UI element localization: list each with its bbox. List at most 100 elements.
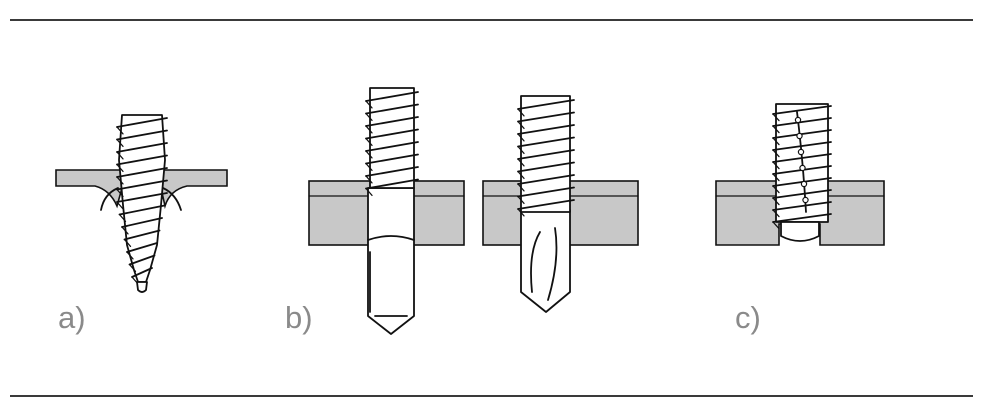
thread-root [772,161,780,170]
thread-root [772,173,780,182]
thread-crest [116,154,168,166]
thread-root [772,197,780,206]
thread-root [365,137,373,147]
thread-root [116,138,124,148]
thread-root [772,221,780,230]
thread-crest [772,141,832,151]
thread-root [517,158,525,167]
thread-crest [121,217,163,228]
thread-root [123,238,132,248]
panel-b-right-flute-2 [547,227,558,301]
thread-crest [772,213,832,223]
thread-crest [365,116,419,127]
thread-crest [517,124,575,135]
thread-crest [116,167,168,178]
cutting-edge-dot [802,196,809,204]
panel-c-threads [772,105,832,230]
thread-crest [517,186,575,198]
thread-root [517,133,525,142]
thread-root [517,208,525,217]
thread-crest [365,141,419,152]
thread-crest [772,105,832,115]
cutting-edge-dot [800,180,808,188]
thread-root [128,263,137,273]
panel-b-right-drill-body [520,209,571,313]
thread-crest [365,153,419,165]
thread-root [365,100,373,109]
thread-root [116,176,124,185]
thread-crest [116,192,168,203]
thread-crest [517,111,575,123]
thread-root [365,150,373,159]
thread-crest [772,189,832,199]
label-a: a) [58,300,86,335]
thread-crest [517,99,575,110]
thread-crest [365,178,419,190]
cutting-edge-dot [797,148,805,156]
thread-root [517,120,525,130]
thread-root [116,201,124,210]
panel-a-threads [116,117,168,285]
thread-crest [123,229,161,241]
label-b: b) [285,300,313,335]
thread-root [517,183,525,192]
thread-crest [116,129,168,141]
thread-root [116,188,124,198]
cutting-edge-dot [796,132,803,140]
panel-c-screw-tip [780,221,820,242]
thread-root [116,151,124,160]
thread-crest [365,128,419,140]
thread-crest [126,242,158,253]
thread-root [517,108,525,117]
panel-b [308,87,639,335]
panel-b-left-drill-lip [367,235,415,241]
thread-crest [517,149,575,160]
thread-crest [772,129,832,139]
thread-root [116,126,124,135]
thread-root [772,113,780,122]
thread-root [772,125,780,134]
thread-root [365,187,373,197]
thread-crest [517,199,575,210]
thread-root [517,145,525,155]
panel-a-burr-left [100,187,119,211]
thread-crest [116,117,168,128]
thread-crest [131,267,153,278]
thread-crest [118,204,166,216]
thread-crest [128,254,156,266]
cutting-edge-dot [799,164,806,172]
thread-root [772,209,780,218]
panel-a-screw [116,114,168,293]
thread-crest [772,117,832,127]
thread-root [517,170,525,180]
panel-c [715,103,885,246]
thread-crest [517,136,575,148]
thread-root [365,175,373,184]
thread-root [772,185,780,194]
panel-b-left-drill-body [367,187,415,335]
thread-root [365,162,373,172]
panel-a-screw-body [118,114,166,283]
thread-root [118,213,127,223]
panel-a-burr-right [162,187,182,211]
thread-crest [517,161,575,173]
thread-root [365,125,373,134]
label-c: c) [735,300,761,335]
panel-b-screw-right [517,95,575,313]
panel-b-screw-left [365,87,419,335]
panel-c-cutting-edges [794,116,809,204]
panel-a-screw-tip [136,281,148,293]
panel-c-screw [772,103,832,242]
panel-a [55,114,228,293]
panel-b-left-threads [365,91,419,197]
thread-root [772,137,780,146]
bottom-rule [10,395,973,397]
thread-crest [116,179,168,191]
thread-crest [116,142,168,153]
thread-root [772,149,780,158]
thread-root [517,195,525,205]
thread-crest [517,174,575,185]
thread-crest [772,201,832,211]
thread-crest [365,166,419,177]
